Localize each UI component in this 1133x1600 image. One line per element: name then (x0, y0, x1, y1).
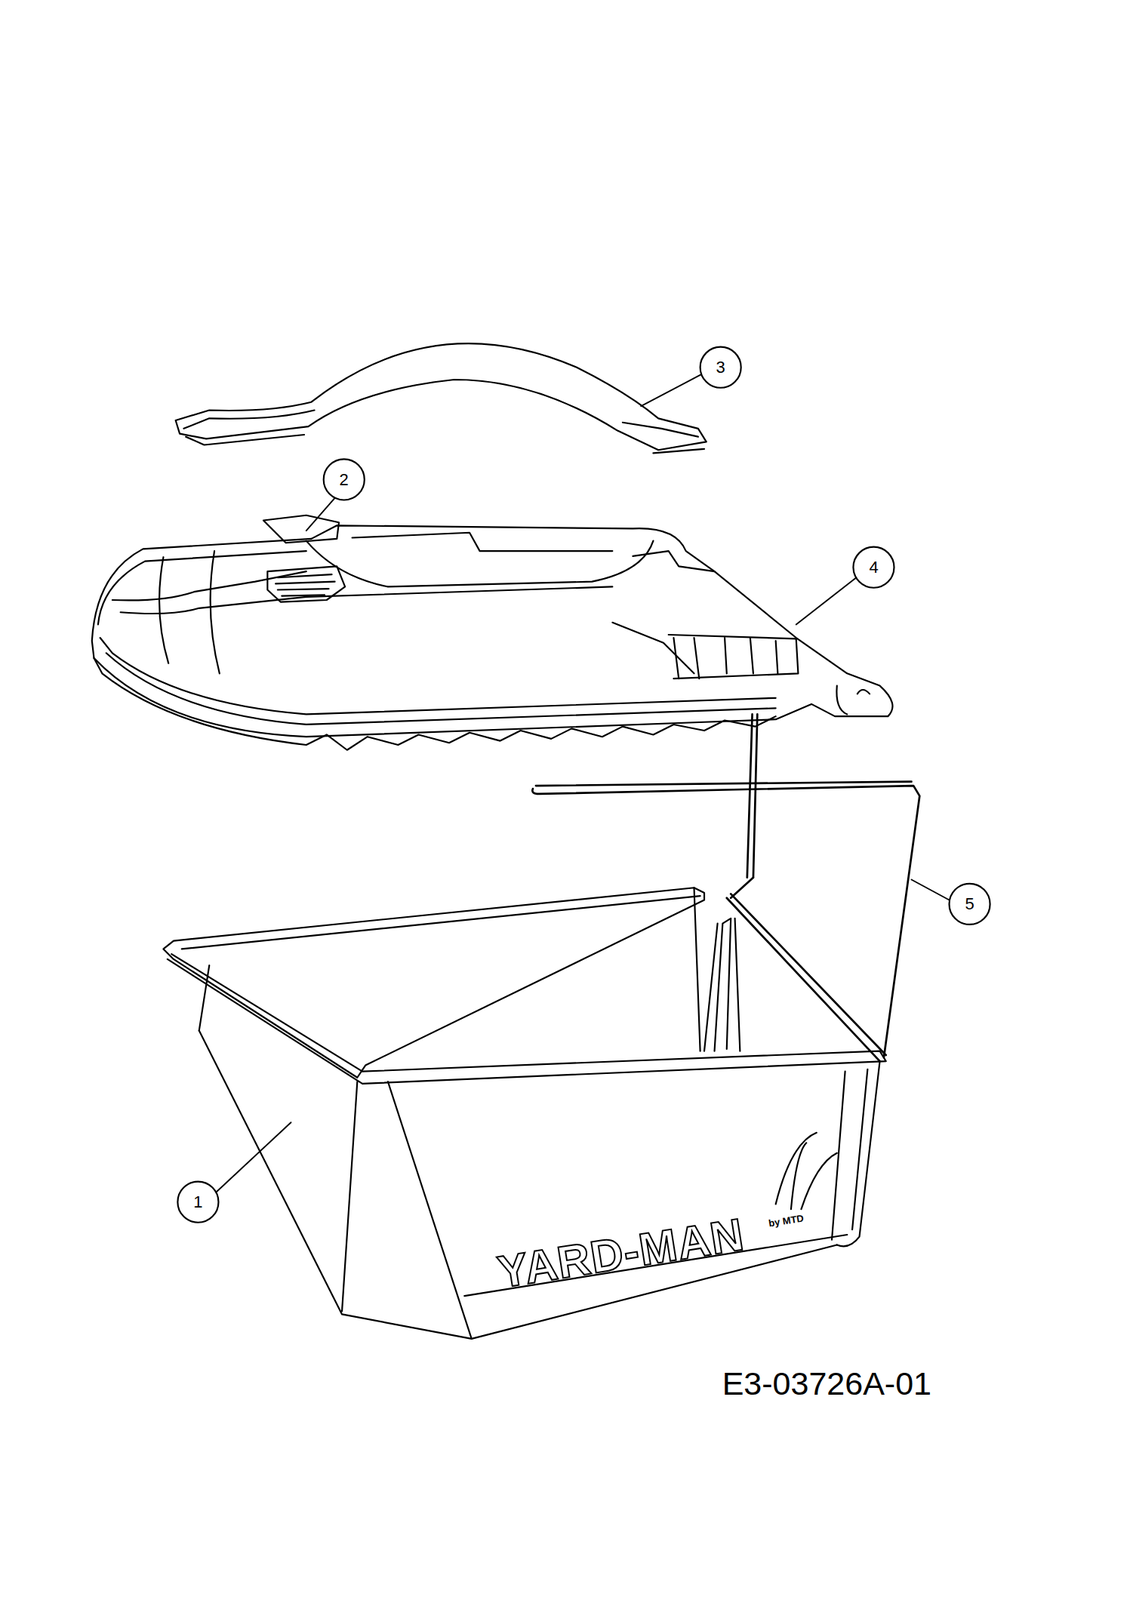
callout-circles (177, 347, 990, 1223)
brand-logo: YARD-MAN (494, 1211, 747, 1296)
callout-number: 4 (868, 559, 878, 576)
handle (175, 343, 707, 453)
catcher-bag (163, 887, 886, 1340)
callout-number: 5 (965, 895, 975, 913)
callout-number: 3 (716, 359, 726, 376)
lid (92, 515, 893, 751)
brand-subtext: by MTD (767, 1213, 804, 1229)
wire-frame (532, 714, 920, 1062)
drawing-code: E3-03726A-01 (722, 1367, 932, 1401)
callout-number: 2 (339, 471, 349, 489)
callout-number: 1 (193, 1194, 203, 1211)
leader-lines (216, 374, 950, 1192)
